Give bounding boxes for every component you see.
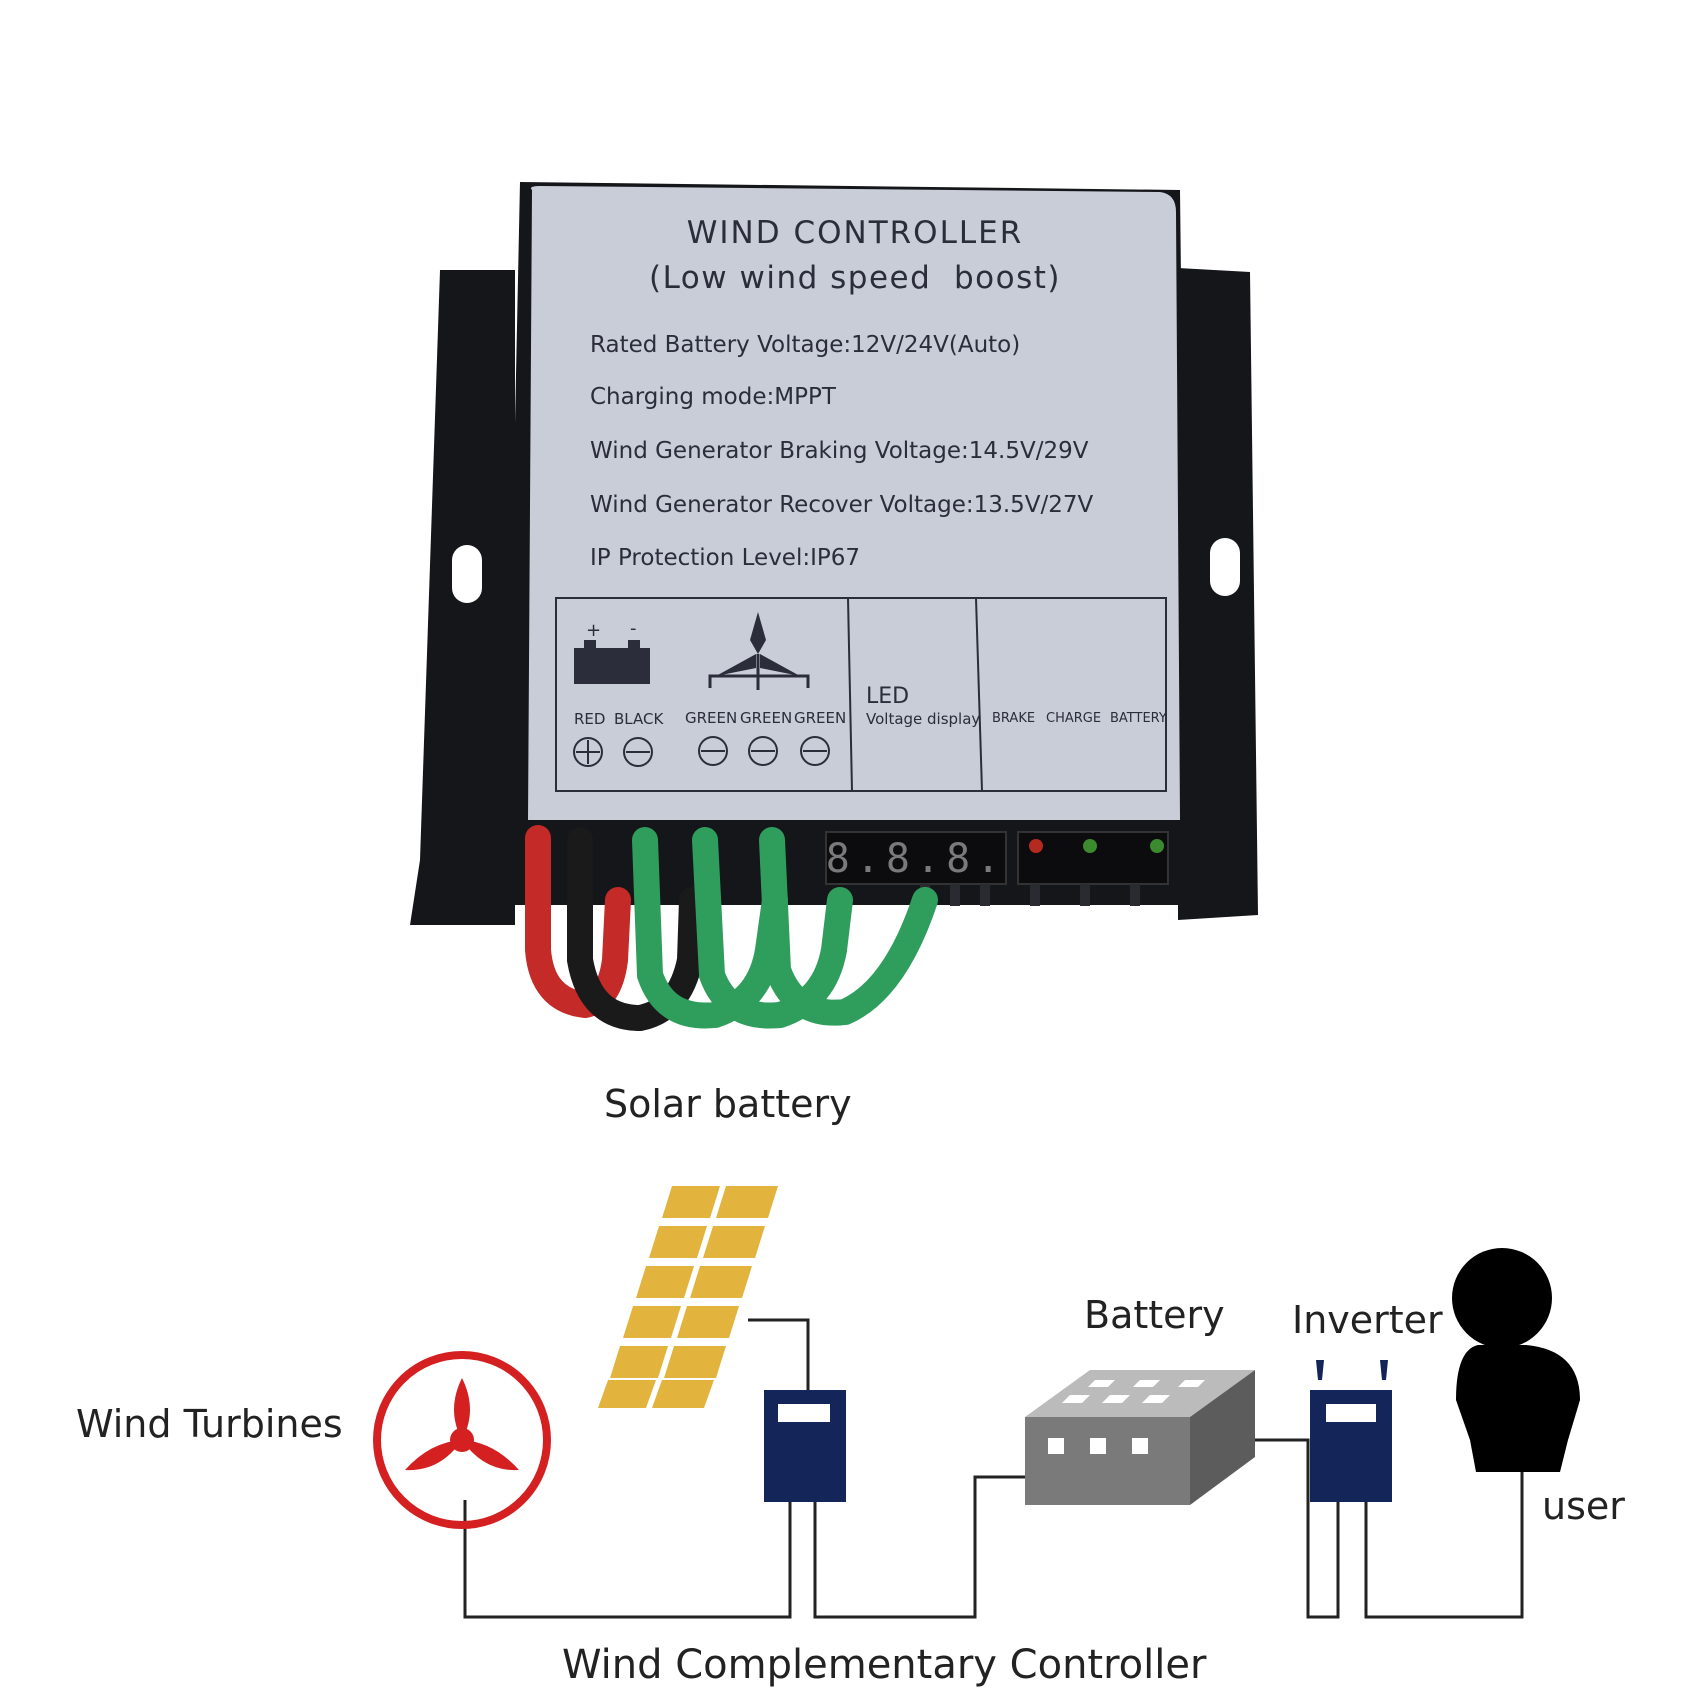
wind-turbines-label: Wind Turbines — [76, 1402, 343, 1446]
panel-divider-2 — [975, 597, 983, 792]
battery-top-cell-3 — [1142, 1395, 1170, 1403]
controller-box-icon — [764, 1390, 846, 1502]
battery-side-face — [1190, 1370, 1255, 1505]
wire-label-red: RED — [574, 710, 605, 728]
display-value: 8.8.8. — [826, 836, 1007, 882]
battery-front-cell-3 — [1132, 1438, 1148, 1454]
indicator-label-brake: BRAKE — [992, 711, 1035, 726]
line-panel-to-controller — [748, 1318, 810, 1392]
wire-label-green-2: GREEN — [740, 709, 792, 727]
spec-charging-mode: Charging mode:MPPT — [590, 384, 837, 410]
inverter-screen — [1326, 1404, 1376, 1422]
battery-front-cell-1 — [1048, 1438, 1064, 1454]
led-title: LED — [866, 684, 909, 709]
spec-rated-voltage: Rated Battery Voltage:12V/24V(Auto) — [590, 332, 1020, 358]
user-label: user — [1542, 1484, 1625, 1528]
solar-panel-icon — [596, 1183, 782, 1410]
green-terminal-symbol-2 — [748, 736, 778, 766]
brake-led — [1029, 839, 1043, 853]
spec-braking-voltage: Wind Generator Braking Voltage:14.5V/29V — [590, 438, 1089, 464]
green-wire-2 — [692, 827, 853, 1029]
inverter-label: Inverter — [1292, 1298, 1443, 1342]
charge-led — [1083, 839, 1097, 853]
inverter-left-terminal — [1316, 1360, 1324, 1380]
device-title: WIND CONTROLLER — [687, 215, 1024, 251]
system-diagram — [373, 1183, 1580, 1619]
user-head — [1452, 1248, 1552, 1348]
inverter-icon — [1310, 1360, 1392, 1502]
battery-terminal-icon: + - — [574, 618, 650, 684]
line-controller-to-battery — [813, 1475, 1030, 1619]
turbine-ring — [373, 1351, 551, 1529]
user-body — [1456, 1345, 1580, 1472]
battery-front-face — [1025, 1417, 1190, 1505]
line-turbine-to-controller — [463, 1500, 792, 1619]
battery-top-cell-6 — [1178, 1380, 1205, 1387]
turbine-blade-right — [462, 1440, 519, 1471]
green-wire-3 — [759, 827, 938, 1026]
wind-generator-icon — [708, 612, 810, 690]
line-inverter-to-user — [1364, 1472, 1524, 1619]
battery-front-cell-2 — [1090, 1438, 1106, 1454]
label-plate — [528, 186, 1180, 820]
battery-label: Battery — [1084, 1293, 1225, 1337]
wind-turbine-symbol — [373, 1351, 551, 1529]
right-bracket-slot — [1210, 538, 1240, 596]
polarity-symbols — [573, 736, 830, 767]
wind-controller-device: WIND CONTROLLER (Low wind speed boost) R… — [410, 182, 1258, 1032]
battery-top-cell-2 — [1102, 1395, 1130, 1403]
green-terminal-symbol-3 — [800, 736, 830, 766]
battery-top-cell-1 — [1062, 1395, 1090, 1403]
controller-box-screen — [778, 1404, 830, 1422]
battery-top-cell-5 — [1133, 1380, 1160, 1387]
plus-terminal-symbol — [573, 737, 603, 767]
user-silhouette-icon — [1452, 1248, 1580, 1472]
inverter-right-terminal — [1380, 1360, 1388, 1380]
green-wire-1 — [632, 827, 788, 1029]
battery-block-icon — [1025, 1370, 1255, 1505]
minus-terminal-symbol — [623, 737, 653, 767]
led-subtitle: Voltage display — [866, 710, 980, 728]
terminal-panel — [555, 597, 1167, 792]
terminal-panel-border — [555, 597, 1167, 792]
left-bracket-slot — [452, 545, 482, 603]
turbine-blade-left — [405, 1440, 462, 1471]
device-subtitle: (Low wind speed boost) — [649, 260, 1061, 296]
turbine-hub — [450, 1428, 474, 1452]
battery-top-cell-4 — [1088, 1380, 1115, 1387]
wire-label-black: BLACK — [614, 710, 664, 728]
wire-bundle — [525, 825, 938, 1032]
battery-led — [1150, 839, 1164, 853]
green-terminal-symbol-1 — [698, 736, 728, 766]
panel-divider-1 — [847, 597, 853, 792]
solar-battery-label: Solar battery — [604, 1082, 852, 1126]
wire-label-green-1: GREEN — [685, 709, 737, 727]
battery-plus-sign: + — [586, 620, 601, 641]
connection-lines — [463, 1318, 1524, 1619]
line-battery-to-inverter — [1255, 1438, 1340, 1619]
wire-label-green-3: GREEN — [794, 709, 846, 727]
indicator-label-charge: CHARGE — [1046, 711, 1101, 726]
black-wire — [567, 827, 705, 1032]
controller-label: Wind Complementary Controller — [562, 1642, 1207, 1688]
solar-panel-cells — [598, 1186, 778, 1408]
seven-segment-display — [825, 831, 1007, 885]
indicator-label-battery: BATTERY — [1110, 711, 1167, 726]
battery-minus-sign: - — [630, 618, 637, 639]
spec-ip-level: IP Protection Level:IP67 — [590, 545, 860, 571]
turbine-blade-top — [454, 1378, 470, 1440]
spec-recover-voltage: Wind Generator Recover Voltage:13.5V/27V — [590, 492, 1094, 518]
